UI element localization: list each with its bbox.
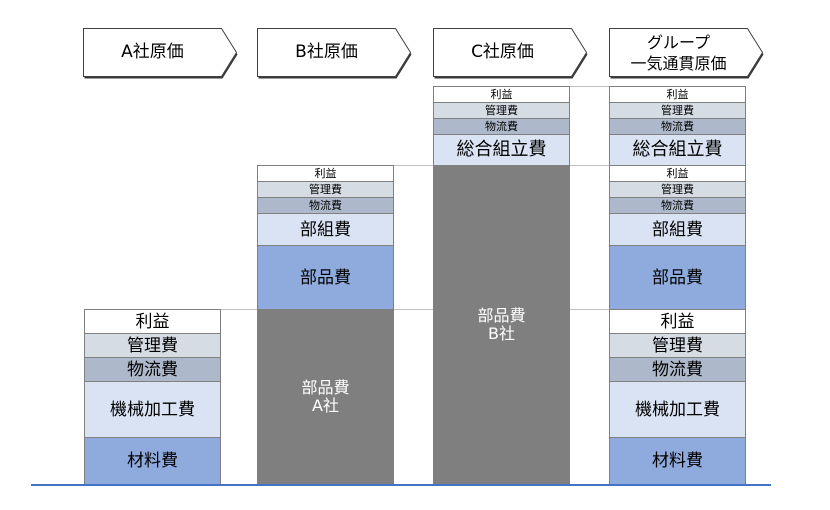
segment-parts-from-a: 部品費 A社 — [257, 309, 394, 485]
header-label: A社原価 — [121, 42, 184, 62]
segment-management: 管理費 — [609, 102, 746, 119]
segment-label: 物流費 — [661, 119, 694, 133]
segment-profit: 利益 — [609, 309, 746, 334]
connector-line — [569, 86, 609, 87]
segment-machining: 機械加工費 — [609, 381, 746, 438]
segment-label: 機械加工費 — [110, 399, 195, 420]
segment-label: 物流費 — [485, 119, 518, 133]
segment-label: 利益 — [666, 87, 689, 101]
segment-label-supplier: A社 — [312, 396, 339, 415]
segment-management: 管理費 — [84, 333, 221, 358]
segment-final-assembly: 総合組立費 — [609, 134, 746, 166]
segment-label: 総合組立費 — [632, 139, 723, 160]
connector-line — [569, 165, 609, 166]
segment-logistics: 物流費 — [84, 357, 221, 382]
segment-parts-from-b: 部品費 B社 — [433, 165, 570, 485]
segment-label: 管理費 — [309, 182, 342, 196]
header-label-line2: 一気通貫原価 — [630, 53, 727, 73]
segment-parts: 部品費 — [609, 245, 746, 310]
header-a-cost: A社原価 — [83, 28, 241, 80]
pentagon-arrow-shape — [609, 28, 764, 79]
header-c-cost: C社原価 — [433, 28, 591, 80]
segment-label: 利益 — [660, 311, 695, 332]
header-label: C社原価 — [471, 42, 534, 62]
segment-label: 物流費 — [309, 198, 342, 212]
segment-logistics: 物流費 — [257, 197, 394, 214]
segment-subassembly: 部組費 — [609, 213, 746, 246]
segment-profit: 利益 — [257, 165, 394, 182]
segment-label: 管理費 — [127, 335, 178, 356]
segment-management: 管理費 — [433, 102, 570, 119]
segment-profit: 利益 — [609, 86, 746, 103]
segment-profit: 利益 — [84, 309, 221, 334]
column-c-cost: 利益 管理費 物流費 総合組立費 部品費 B社 — [433, 0, 570, 490]
baseline — [31, 484, 771, 486]
segment-management: 管理費 — [609, 181, 746, 198]
segment-label: 部品費 — [301, 378, 350, 397]
connector-line — [393, 309, 433, 310]
segment-logistics: 物流費 — [433, 118, 570, 135]
segment-label: 物流費 — [127, 359, 178, 380]
segment-machining: 機械加工費 — [84, 381, 221, 438]
segment-label: 利益 — [666, 166, 689, 180]
segment-label: 部品費 — [300, 267, 351, 288]
pentagon-arrow-shape — [433, 28, 588, 79]
segment-label: 物流費 — [661, 198, 694, 212]
segment-parts: 部品費 — [257, 245, 394, 310]
column-a-cost: 利益 管理費 物流費 機械加工費 材料費 — [84, 0, 221, 490]
segment-label: 管理費 — [661, 103, 694, 117]
segment-label: 機械加工費 — [635, 399, 720, 420]
column-b-cost: 利益 管理費 物流費 部組費 部品費 部品費 A社 — [257, 0, 394, 490]
segment-label-supplier: B社 — [488, 324, 515, 343]
segment-label: 利益 — [314, 166, 337, 180]
pentagon-arrow-shape — [83, 28, 238, 79]
header-b-cost: B社原価 — [257, 28, 415, 80]
segment-profit: 利益 — [609, 165, 746, 182]
segment-label: 部品費 — [652, 267, 703, 288]
segment-label: 管理費 — [652, 335, 703, 356]
segment-label: 物流費 — [652, 359, 703, 380]
column-group-cost: 利益 管理費 物流費 総合組立費 利益 管理費 物流費 部組費 部品費 利益 管… — [609, 0, 746, 490]
segment-management: 管理費 — [257, 181, 394, 198]
segment-label: 部品費 — [477, 306, 526, 325]
segment-label: 利益 — [490, 87, 513, 101]
segment-label: 利益 — [135, 311, 170, 332]
segment-profit: 利益 — [433, 86, 570, 103]
connector-line — [569, 309, 609, 310]
segment-materials: 材料費 — [609, 437, 746, 485]
connector-line — [393, 165, 433, 166]
connector-line — [220, 309, 257, 310]
segment-label: 部組費 — [652, 219, 703, 240]
segment-label: 材料費 — [652, 451, 703, 471]
header-label: B社原価 — [295, 42, 358, 62]
segment-management: 管理費 — [609, 333, 746, 358]
segment-label: 総合組立費 — [456, 139, 547, 160]
segment-logistics: 物流費 — [609, 357, 746, 382]
segment-label: 管理費 — [485, 103, 518, 117]
segment-label: 部組費 — [300, 219, 351, 240]
header-label-line1: グループ — [646, 32, 711, 52]
segment-label: 材料費 — [127, 451, 178, 471]
segment-label: 管理費 — [661, 182, 694, 196]
segment-materials: 材料費 — [84, 437, 221, 485]
header-group-cost: グループ 一気通貫原価 — [609, 28, 767, 80]
segment-logistics: 物流費 — [609, 197, 746, 214]
segment-subassembly: 部組費 — [257, 213, 394, 246]
pentagon-arrow-shape — [257, 28, 412, 79]
segment-logistics: 物流費 — [609, 118, 746, 135]
segment-final-assembly: 総合組立費 — [433, 134, 570, 166]
